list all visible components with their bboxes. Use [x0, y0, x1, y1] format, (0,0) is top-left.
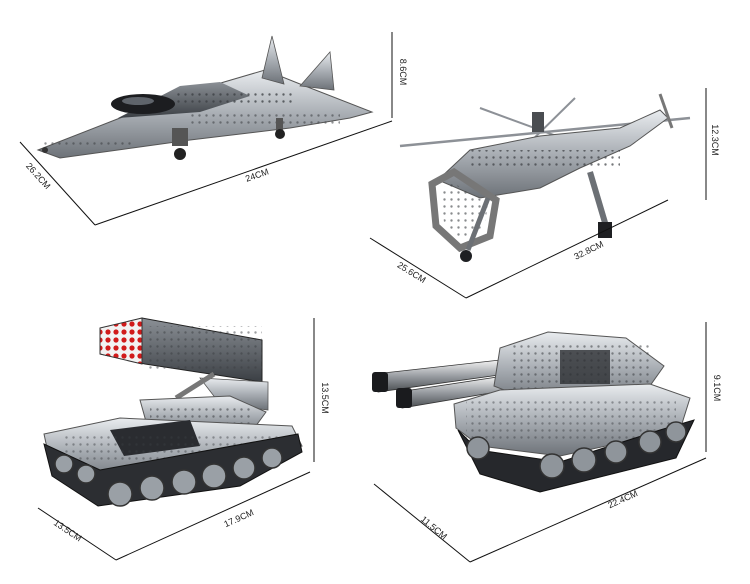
tank-height-label: 9.1CM	[712, 375, 722, 402]
jet-width-line	[19, 141, 96, 226]
helicopter-height-label: 12.3CM	[710, 124, 720, 156]
rocket-launcher-length-line	[115, 471, 311, 561]
rocket-launcher-photo	[43, 317, 303, 507]
tank-length-label: 22.4CM	[606, 488, 639, 510]
helicopter-length-line	[465, 199, 669, 299]
helicopter-width-line	[369, 237, 467, 299]
jet-height-label: 8.6CM	[398, 59, 408, 86]
helicopter-model: 25.6CM 32.8CM 12.3CM	[369, 88, 720, 299]
jet-photo	[36, 35, 374, 160]
jet-length-label: 24CM	[244, 167, 270, 184]
tank-length-line	[469, 457, 707, 563]
rocket-launcher-length-label: 17.9CM	[222, 507, 255, 529]
rocket-launcher-model: 13.5CM 17.9CM 13.5CM	[37, 317, 330, 561]
jet-width-label: 26.2CM	[24, 161, 53, 191]
tank-width-label: 11.5CM	[419, 514, 449, 541]
rocket-launcher-height-label: 13.5CM	[320, 382, 330, 414]
tank-model: 11.5CM 22.4CM 9.1CM	[372, 322, 722, 563]
jet-length-line	[94, 120, 393, 226]
helicopter-photo	[399, 93, 691, 262]
rocket-launcher-width-label: 13.5CM	[52, 518, 84, 544]
helicopter-length-label: 32.8CM	[572, 239, 605, 262]
tank-photo	[372, 331, 695, 493]
tank-width-line	[373, 483, 471, 563]
rocket-launcher-width-line	[37, 507, 117, 561]
jet-model: 26.2CM 24CM 8.6CM	[19, 32, 408, 226]
